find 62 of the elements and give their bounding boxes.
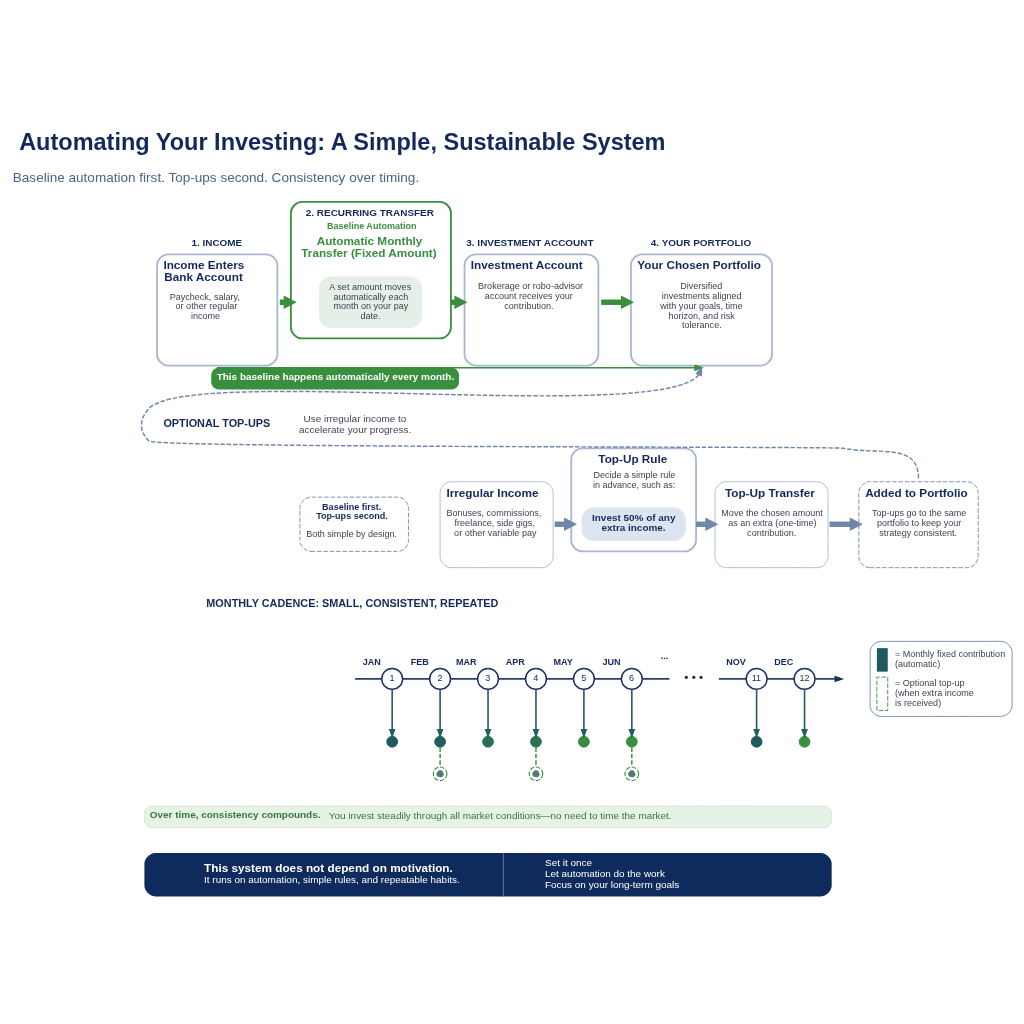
arrow (388, 688, 396, 739)
node-circle: 11 (745, 667, 768, 690)
arrow (484, 688, 492, 739)
arrow (753, 688, 760, 739)
node-label: MAY (553, 656, 573, 667)
node-label: ... (660, 650, 669, 661)
connector (641, 677, 671, 680)
node-circle: 2 (429, 667, 452, 690)
node-label: 4. YOUR PORTFOLIO (650, 236, 752, 248)
node-circle (750, 735, 763, 748)
node-circle (434, 735, 446, 748)
node-label: JAN (362, 656, 381, 667)
legend-label: = Optional top-up (when extra income is received) (894, 677, 974, 708)
connector (545, 677, 575, 680)
node-label: 1. INCOME (191, 236, 243, 248)
connector (766, 677, 795, 680)
node-circle: 6 (620, 667, 643, 690)
connector (631, 746, 633, 767)
node-box: Invest 50% of any extra income. (581, 507, 686, 541)
arrow (601, 294, 635, 309)
arrow (814, 675, 845, 682)
edge-label: This baseline happens automatically every month. (216, 370, 455, 382)
node-circle (386, 735, 399, 748)
connector (449, 677, 479, 680)
arrow (801, 688, 808, 739)
node-circle: 5 (572, 667, 595, 690)
legend-label: = Monthly fixed contribution (automatic) (894, 648, 1006, 669)
node-label: FEB (410, 656, 429, 667)
connector (718, 677, 747, 680)
node-circle: 12 (793, 667, 816, 690)
node-circle (482, 735, 494, 748)
diagram-title: Automating Your Investing: A Simple, Sustainable System (19, 128, 666, 155)
node-circle: 3 (476, 667, 500, 690)
node-circle: 1 (381, 667, 404, 690)
arrow (580, 688, 588, 739)
arrow (829, 516, 863, 531)
node-label: 3. INVESTMENT ACCOUNT (466, 236, 594, 248)
connector (439, 746, 441, 767)
node-text: • • • (684, 669, 704, 683)
connector (354, 677, 383, 680)
node-label: APR (505, 656, 525, 667)
connector (535, 746, 537, 767)
node-circle: 4 (524, 667, 548, 690)
node-circle (625, 735, 638, 748)
node-circle (578, 735, 590, 748)
arrow (436, 688, 444, 739)
label: Baseline automation first. Top-ups second. Consistency over timing. (12, 169, 420, 185)
arrow (628, 688, 636, 739)
node-label: MAR (455, 656, 477, 667)
node-label: JUN (602, 656, 621, 667)
connector (401, 677, 431, 680)
node-circle (530, 735, 542, 748)
label: Use irregular income to accelerate your progress. (299, 412, 412, 435)
node-label: DEC (774, 656, 794, 667)
label: MONTHLY CADENCE: SMALL, CONSISTENT, REPEATED (206, 596, 499, 609)
connector (593, 677, 623, 680)
node-box: A set amount moves automatically each month on your pay date. (318, 276, 422, 328)
arrow (532, 688, 540, 739)
node-label: NOV (726, 656, 746, 667)
label: OPTIONAL TOP-UPS (163, 416, 271, 429)
node-circle (798, 735, 811, 748)
connector (497, 677, 527, 680)
